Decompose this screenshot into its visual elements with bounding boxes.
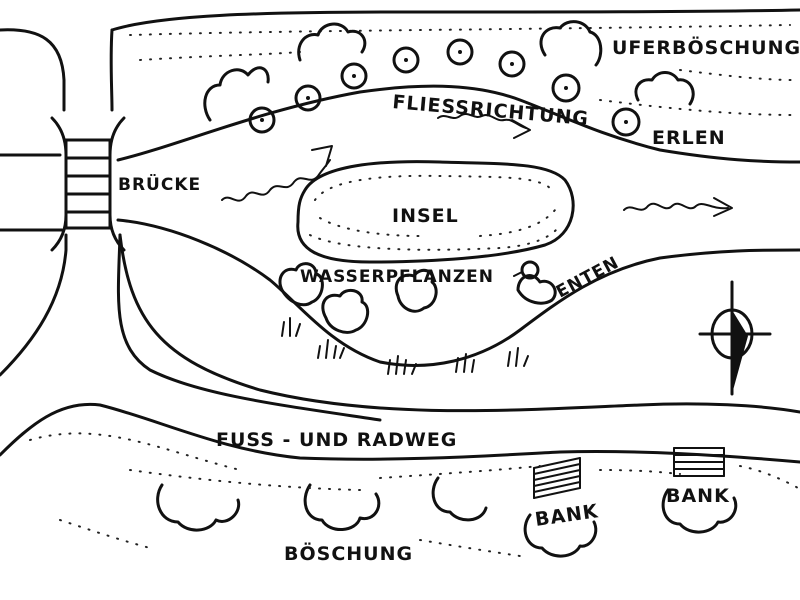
bush-icon (394, 268, 438, 313)
label-fliessrichtung: FLIESSRICHTUNG (392, 91, 590, 130)
alder-tree-icon (551, 73, 581, 103)
alder-tree-icon (446, 38, 474, 66)
bush-icon (297, 22, 367, 62)
bench-icon (673, 447, 725, 477)
label-fuss-und-radweg: FUSS - UND RADWEG (216, 429, 457, 451)
compass-rose-icon (698, 280, 772, 396)
label-insel: INSEL (392, 205, 459, 227)
alder-tree-icon (498, 50, 526, 78)
lower-bushes (156, 476, 738, 558)
label-boeschung: BÖSCHUNG (284, 541, 413, 565)
label-bank-2: BANK (666, 485, 730, 507)
upper-bushes (203, 20, 695, 122)
alder-tree-icon (392, 46, 420, 74)
label-enten: ENTEN (553, 253, 623, 303)
bush-icon (539, 20, 603, 67)
alder-tree-icon (340, 62, 368, 90)
upper-bank-outline (110, 8, 800, 116)
label-bruecke: BRÜCKE (118, 173, 201, 195)
wavy-arrow-icon (437, 113, 531, 139)
wavy-arrow-icon (623, 197, 733, 217)
wavy-arrow-icon (221, 145, 333, 202)
bush-icon (278, 262, 324, 307)
bench-icon (533, 457, 581, 499)
alder-tree-icon (248, 106, 276, 134)
label-bank-1: BANK (534, 500, 601, 531)
bush-icon (156, 483, 241, 532)
water-plant-bushes (278, 262, 438, 334)
river (0, 84, 800, 464)
bench-1 (533, 457, 581, 499)
bush-icon (321, 288, 370, 334)
alder-trees (248, 38, 641, 137)
bush-icon (661, 488, 738, 534)
label-wasserpflanzen: WASSERPFLANZEN (300, 267, 494, 287)
bush-icon (203, 66, 270, 122)
bridge (50, 116, 126, 252)
lower-bank-dots (29, 432, 799, 557)
bush-icon (431, 476, 488, 522)
reeds (281, 317, 529, 375)
duck-icon (513, 260, 557, 305)
labels: UFERBÖSCHUNG FLIESSRICHTUNG ERLEN BRÜCKE… (118, 35, 800, 565)
bush-icon (634, 71, 695, 106)
bush-icon (523, 513, 598, 558)
label-uferboeschung: UFERBÖSCHUNG (612, 35, 800, 59)
label-erlen: ERLEN (652, 127, 726, 149)
left-path (0, 28, 382, 422)
island (296, 160, 575, 264)
alder-tree-icon (294, 84, 322, 112)
alder-tree-icon (611, 107, 641, 137)
flow-arrows (221, 113, 733, 217)
bench-2 (673, 447, 725, 477)
bush-icon (303, 483, 381, 531)
